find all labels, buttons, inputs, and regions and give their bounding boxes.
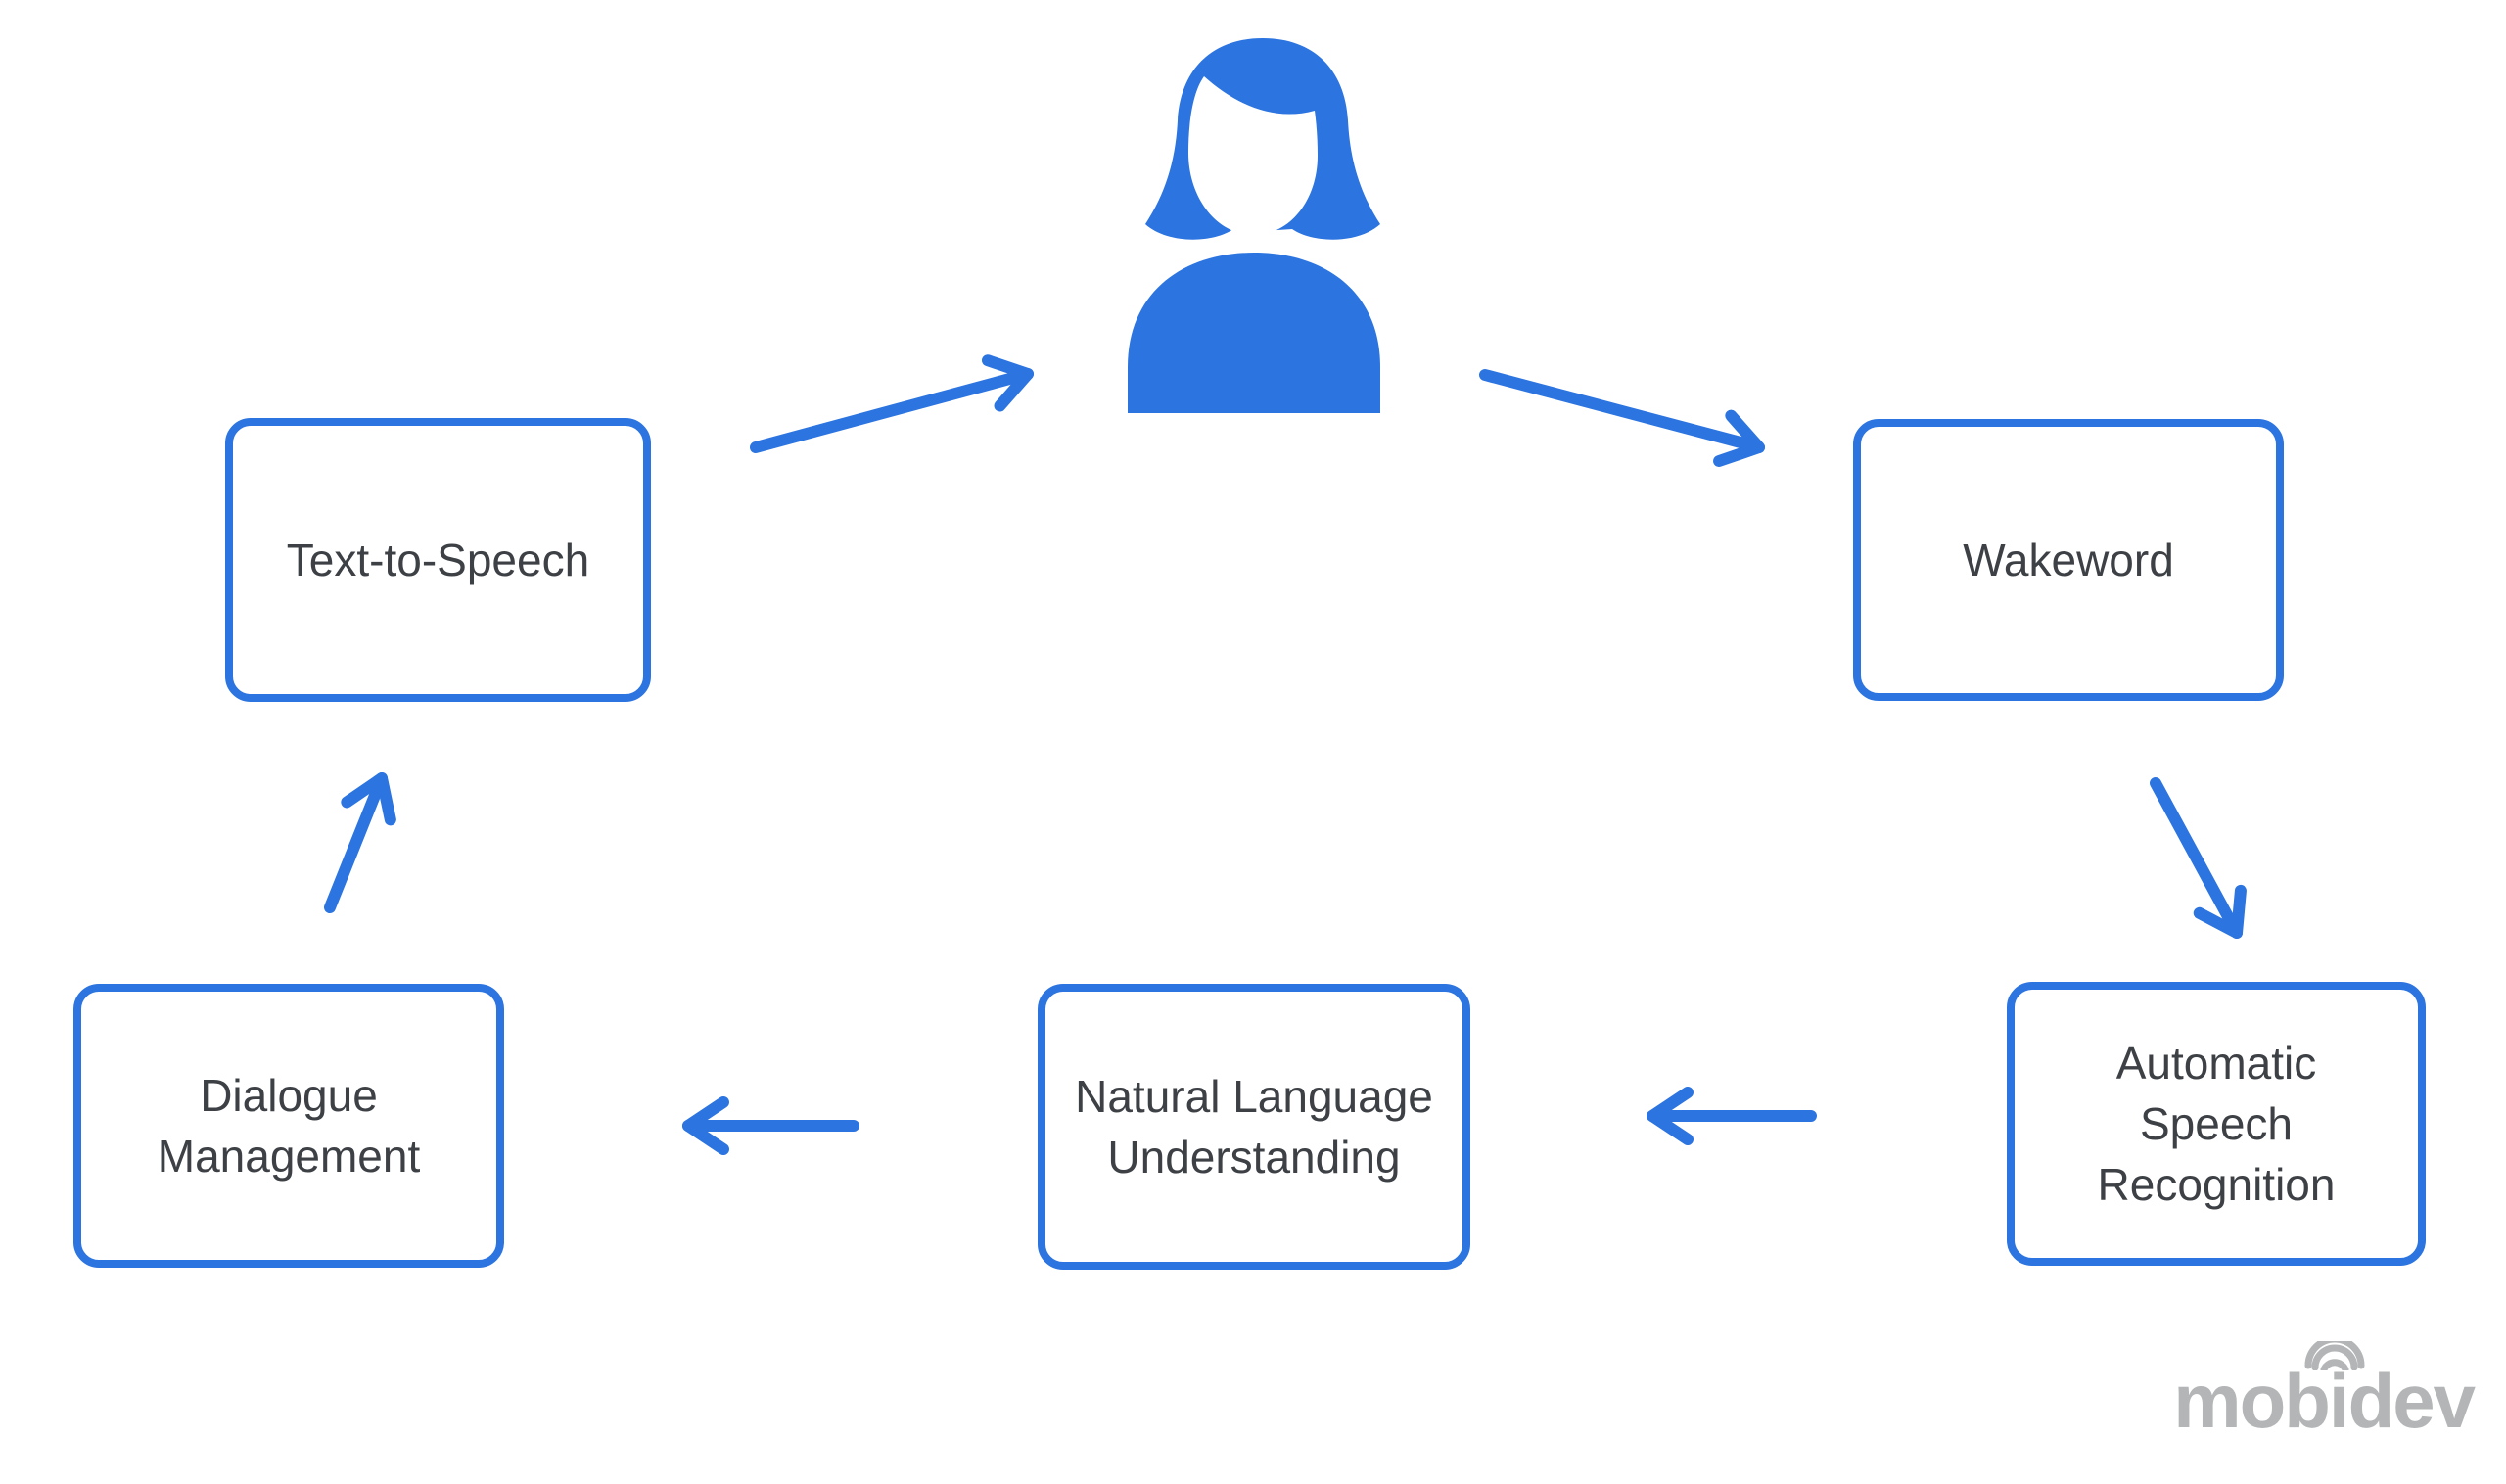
wifi-arcs-icon: [2304, 1341, 2365, 1370]
node-wakeword-label: Wakeword: [1963, 533, 2174, 585]
node-text-to-speech: Text-to-Speech: [225, 418, 651, 702]
arrow-dm-to-tts: [324, 772, 396, 913]
node-natural-language-understanding: Natural Language Understanding: [1038, 984, 1470, 1270]
mobidev-logo: mobidev: [2173, 1341, 2476, 1444]
female-user-icon: [1128, 38, 1380, 413]
node-dialogue-management: Dialogue Management: [73, 984, 504, 1268]
node-automatic-speech-recognition: Automatic Speech Recognition: [2007, 982, 2426, 1266]
mobidev-logo-text: mobidev: [2173, 1358, 2476, 1444]
arrow-user-to-wakeword: [1479, 369, 1765, 468]
node-wakeword: Wakeword: [1853, 419, 2284, 701]
node-natural-language-understanding-label: Natural Language Understanding: [1075, 1070, 1433, 1183]
arrow-wakeword-to-asr: [2150, 777, 2247, 939]
node-text-to-speech-label: Text-to-Speech: [286, 533, 590, 585]
arrow-tts-to-user: [750, 354, 1034, 453]
node-automatic-speech-recognition-label: Automatic Speech Recognition: [2097, 1037, 2336, 1211]
node-dialogue-management-label: Dialogue Management: [157, 1069, 421, 1182]
